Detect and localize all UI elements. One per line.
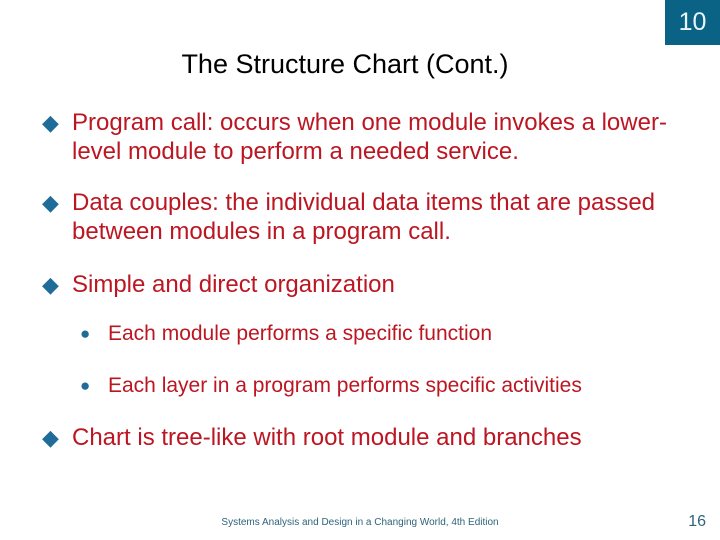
bullet-item: ◆ Program call: occurs when one module i… <box>36 108 706 166</box>
footer-page-number: 16 <box>688 513 706 530</box>
sub-bullet-text: Each module performs a specific function <box>108 322 493 345</box>
bullet-item: ◆ Data couples: the individual data item… <box>36 188 706 246</box>
sub-bullet-item: ● Each module performs a specific functi… <box>36 321 706 347</box>
bullet-text: Data couples: the individual data items … <box>72 189 656 245</box>
diamond-bullet-icon: ◆ <box>42 190 59 215</box>
bullet-text: Chart is tree-like with root module and … <box>72 424 582 451</box>
diamond-bullet-icon: ◆ <box>42 425 59 450</box>
slide-number-badge-label: 10 <box>678 8 707 36</box>
slide-title: The Structure Chart (Cont.) <box>181 49 509 79</box>
slide-body: ◆ Program call: occurs when one module i… <box>36 108 706 452</box>
footer-source-text: Systems Analysis and Design in a Changin… <box>221 517 499 528</box>
dot-bullet-icon: ● <box>80 324 91 343</box>
bullet-item: ◆ Simple and direct organization <box>36 270 706 299</box>
bullet-text: Simple and direct organization <box>72 271 395 298</box>
slide-number-badge: 10 <box>665 0 720 45</box>
sub-bullet-item: ● Each layer in a program performs speci… <box>36 373 706 399</box>
bullet-item: ◆ Chart is tree-like with root module an… <box>36 423 706 452</box>
bullet-text: Program call: occurs when one module inv… <box>72 109 667 165</box>
dot-bullet-icon: ● <box>80 376 91 395</box>
diamond-bullet-icon: ◆ <box>42 110 59 135</box>
sub-bullet-text: Each layer in a program performs specifi… <box>108 374 582 397</box>
diamond-bullet-icon: ◆ <box>42 272 59 297</box>
